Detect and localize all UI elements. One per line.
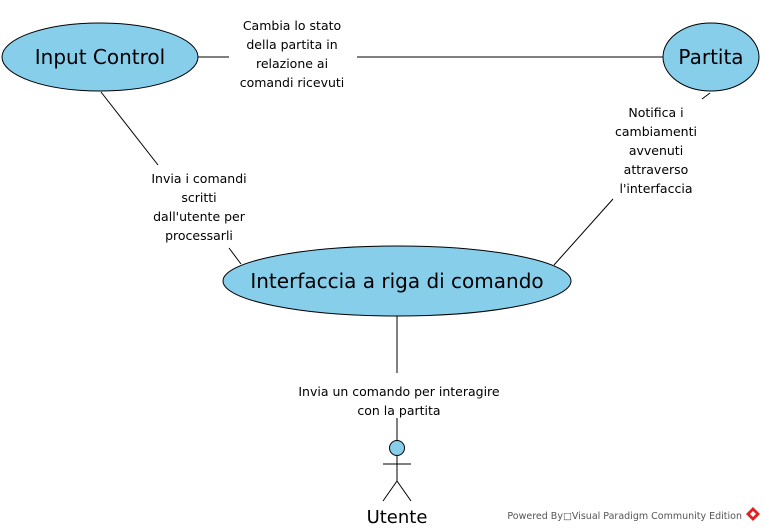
visual-paradigm-logo-icon xyxy=(746,507,760,521)
association-line-input-interfaccia-lower xyxy=(228,247,242,265)
association-label-line: della partita in xyxy=(246,37,337,52)
association-label-line: con la partita xyxy=(357,403,440,418)
footer-powered-by-text: Powered By□Visual Paradigm Community Edi… xyxy=(507,511,742,522)
stick-figure-actor-icon xyxy=(382,440,412,502)
association-label-line: dall'utente per xyxy=(153,209,246,224)
association-label-line: cambiamenti xyxy=(615,124,697,139)
use-case-partita-label: Partita xyxy=(678,45,743,69)
association-label-line: comandi ricevuti xyxy=(240,75,345,90)
use-case-interfaccia[interactable]: Interfaccia a riga di comando xyxy=(222,245,572,317)
association-label-line: avvenuti xyxy=(629,143,683,158)
use-case-input-control[interactable]: Input Control xyxy=(1,22,199,92)
association-label-partita-interfaccia: Notifica i cambiamenti avvenuti attraver… xyxy=(615,105,697,196)
use-case-interfaccia-label: Interfaccia a riga di comando xyxy=(250,269,543,293)
use-case-partita-shape xyxy=(662,22,760,92)
association-label-line: Invia i comandi xyxy=(151,171,246,186)
association-label-input-interfaccia: Invia i comandi scritti dall'utente per … xyxy=(151,171,246,243)
footer: Powered By□Visual Paradigm Community Edi… xyxy=(507,507,760,522)
association-label-line: relazione ai xyxy=(256,56,328,71)
association-line-partita-interfaccia-lower xyxy=(553,198,614,266)
association-label-interfaccia-utente: Invia un comando per interagire con la p… xyxy=(298,384,500,418)
use-case-input-control-shape xyxy=(1,22,199,92)
association-label-line: processarli xyxy=(165,228,233,243)
association-label-line: Cambia lo stato xyxy=(243,18,341,33)
association-line-input-interfaccia xyxy=(100,91,159,166)
actor-utente[interactable]: Utente xyxy=(367,440,428,529)
use-case-partita[interactable]: Partita xyxy=(662,22,760,92)
use-case-interfaccia-shape xyxy=(222,245,572,317)
use-case-input-control-label: Input Control xyxy=(35,45,165,69)
association-label-input-partita: Cambia lo stato della partita in relazio… xyxy=(240,18,345,90)
actor-utente-label: Utente xyxy=(367,507,428,528)
association-label-line: Notifica i xyxy=(628,105,683,120)
association-label-line: Invia un comando per interagire xyxy=(298,384,500,399)
association-label-line: scritti xyxy=(181,190,216,205)
association-label-line: l'interfaccia xyxy=(620,181,693,196)
association-label-line: attraverso xyxy=(624,162,689,177)
association-line-partita-interfaccia xyxy=(701,92,711,100)
